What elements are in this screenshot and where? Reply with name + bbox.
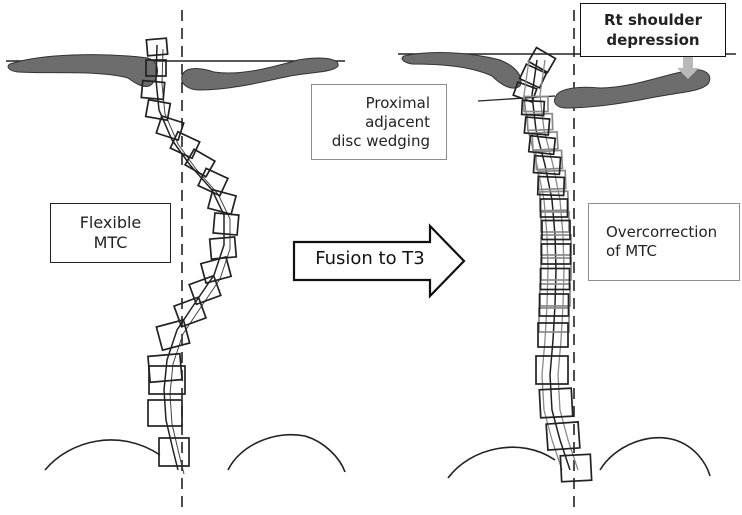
left-pelvis-left-arc — [44, 439, 161, 471]
left-vertebra-18 — [147, 399, 183, 427]
right-upper-vertebra-3 — [512, 80, 538, 104]
right-dark-vertebra-7 — [541, 219, 571, 241]
right-gray-vertebra-3 — [531, 130, 559, 152]
depression-arrow-head — [677, 68, 699, 79]
right-pelvis-left-arc — [447, 446, 556, 479]
left-vertebra-5 — [155, 114, 185, 142]
right-upper-vertebra-1 — [527, 46, 557, 74]
right-dark-vertebra-15 — [559, 453, 593, 483]
right-dark-vertebra-10 — [538, 293, 570, 317]
left-vertebra-10 — [212, 212, 240, 236]
left-vertebra-17 — [148, 365, 186, 395]
rt-shoulder-line-1: Rt shoulder — [604, 11, 702, 29]
rt-shoulder-line-2: depression — [606, 31, 700, 49]
left-vertebra-4 — [144, 98, 172, 122]
left-vertebra-3 — [140, 79, 166, 101]
flexible-mtc-line-2: MTC — [93, 233, 128, 252]
right-dark-vertebra-13 — [538, 387, 574, 419]
left-vertebra-13 — [188, 274, 222, 306]
right-gray-vertebra-7 — [540, 211, 570, 233]
left-vertebra-9 — [206, 188, 238, 216]
depression-arrow-stem — [683, 56, 693, 68]
proximal-line-2: adjacent — [365, 112, 430, 131]
right-gray-vertebra-11 — [538, 307, 570, 333]
overcorrection-line-2: of MTC — [606, 242, 657, 260]
right-dark-vertebra-9 — [539, 267, 571, 291]
left-vertebra-7 — [183, 148, 217, 178]
fusion-arrow-shape — [292, 223, 466, 299]
right-shoulder-left — [401, 52, 522, 89]
overcorrection-label-box: Overcorrection of MTC — [588, 203, 740, 281]
flexible-mtc-label: Flexible MTC — [80, 213, 142, 253]
left-spine-centerline — [155, 44, 225, 471]
left-vertebra-14 — [172, 296, 208, 328]
right-dark-vertebra-3 — [527, 134, 557, 156]
right-dark-vertebra-6 — [539, 198, 569, 218]
overcorrection-line-1: Overcorrection — [606, 223, 718, 241]
left-vertebra-15 — [155, 318, 191, 352]
flexible-mtc-label-box: Flexible MTC — [50, 203, 171, 263]
proximal-line-1: Proximal — [365, 93, 430, 112]
right-dark-vertebra-8 — [540, 243, 572, 265]
left-vertebra-19 — [158, 437, 190, 467]
right-pelvis-right-arc — [599, 436, 711, 477]
proximal-line-3: disc wedging — [331, 131, 430, 150]
fusion-arrow-label: Fusion to T3 — [315, 248, 425, 269]
left-spine-centerline-2 — [161, 48, 231, 475]
right-dark-vertebra-2 — [523, 116, 551, 136]
proximal-wedging-label-box: Proximal adjacent disc wedging — [311, 84, 447, 160]
right-dark-vertebra-5 — [536, 175, 566, 197]
left-vertebra-2 — [145, 59, 167, 77]
right-gray-vertebra-2 — [526, 112, 554, 132]
left-shoulder-right — [181, 57, 339, 91]
right-dark-vertebra-4 — [532, 154, 562, 176]
right-shoulder-right — [553, 69, 711, 109]
right-dark-vertebra-12 — [535, 355, 569, 385]
left-vertebra-12 — [199, 255, 233, 285]
rt-shoulder-label-box: Rt shoulder depression — [580, 3, 726, 57]
right-dark-vertebra-14 — [545, 421, 581, 451]
left-vertebra-8 — [196, 167, 230, 197]
right-gray-vertebra-4 — [534, 149, 564, 171]
left-vertebra-1 — [145, 37, 169, 57]
right-dark-vertebra-11 — [537, 322, 569, 348]
left-shoulder-left — [7, 54, 158, 87]
right-dark-vertebra-1 — [520, 99, 546, 117]
left-pelvis-right-arc — [227, 434, 346, 473]
flexible-mtc-line-1: Flexible — [79, 213, 142, 232]
right-gray-vertebra-1 — [523, 95, 549, 113]
